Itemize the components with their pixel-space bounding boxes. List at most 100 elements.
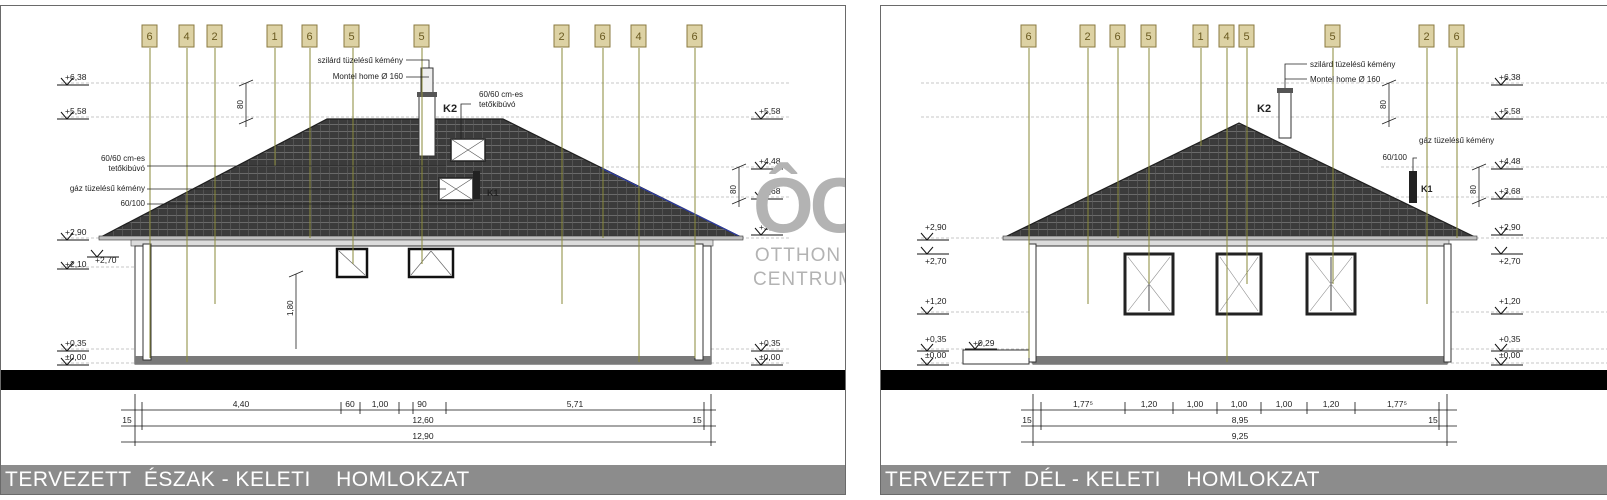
level-label: +3,30	[759, 222, 781, 232]
svg-text:6: 6	[691, 31, 697, 43]
drawing-title: TERVEZETT ÉSZAK - KELETI HOMLOKZAT	[1, 465, 845, 494]
level-markers-left	[57, 77, 119, 366]
callout-tag: 2	[553, 24, 570, 48]
note-roof-window-a: 60/60 cm-es	[479, 90, 523, 99]
gas-chimney	[1409, 171, 1417, 203]
level-label: +2,70	[1499, 256, 1521, 266]
annotations-right: szilárd tüzelésű kémény Montel home Ø 16…	[925, 60, 1521, 441]
dim-value: 1,00	[1276, 399, 1293, 409]
dim-value: 1,00	[1187, 399, 1204, 409]
level-label: +5,58	[1499, 106, 1521, 116]
chimney-cap	[1277, 88, 1293, 93]
label-k1: K1	[487, 188, 499, 198]
callout-tag: 4	[630, 24, 647, 48]
watermark-logo: ÔC	[753, 161, 845, 249]
ground	[881, 370, 1607, 390]
level-label: +4,48	[1499, 156, 1521, 166]
note-roof-window-b: tetőkibúvó	[479, 100, 516, 109]
callout-tags: 6 2 6 5 1 4 5 5 2 6	[1020, 24, 1465, 48]
level-label: +2,70	[95, 255, 117, 265]
level-label: +0,35	[65, 338, 87, 348]
window	[1305, 252, 1357, 316]
level-label: +3,68	[1499, 186, 1521, 196]
level-label: +0,35	[759, 338, 781, 348]
dim-value: 9,25	[1232, 431, 1249, 441]
level-label: +6,38	[65, 72, 87, 82]
callout-tag: 2	[1418, 24, 1435, 48]
callout-tag: 6	[1448, 24, 1465, 48]
watermark-line: CENTRUM	[753, 269, 846, 290]
callout-tag: 2	[1079, 24, 1096, 48]
svg-text:4: 4	[635, 31, 641, 43]
callout-tag: 4	[178, 24, 195, 48]
level-label: ±0,00	[759, 352, 780, 362]
dim-value: 12,60	[412, 415, 434, 425]
level-label: +5,58	[65, 106, 87, 116]
annotations-left: szilárd tüzelésű kémény Montel home Ø 16…	[65, 56, 781, 441]
dim-value: 1,20	[1141, 399, 1158, 409]
level-label: ±0,00	[925, 350, 946, 360]
vertical-dims	[1381, 79, 1487, 207]
dim-value: 8,95	[1232, 415, 1249, 425]
callout-lines	[147, 59, 473, 205]
dim-value: 15	[122, 415, 132, 425]
level-label: +0,35	[925, 334, 947, 344]
dimension-chains	[1021, 394, 1457, 446]
callout-tag: 5	[1140, 24, 1157, 48]
dim-value: 15	[692, 415, 702, 425]
callout-tag: 5	[413, 24, 430, 48]
note-flue-size: 60/100	[1383, 153, 1408, 162]
svg-text:5: 5	[1243, 31, 1249, 43]
callout-tag: 6	[594, 24, 611, 48]
dim-value: 4,40	[233, 399, 250, 409]
elevation-north-east: 6 4 2 1 6 5 5 2 6 4 6 szilárd tüzelésű k…	[0, 5, 846, 495]
level-label: ±0,00	[1499, 350, 1520, 360]
downpipe	[142, 243, 152, 361]
note-chimney-solid: szilárd tüzelésű kémény	[1310, 60, 1395, 69]
dim-value: 1,00	[372, 399, 389, 409]
roof-edge	[600, 167, 744, 239]
leader-lines	[1028, 48, 1458, 362]
label-k2: K2	[1257, 103, 1271, 115]
callout-tag: 6	[1020, 24, 1037, 48]
svg-text:2: 2	[1423, 31, 1429, 43]
level-label: ±0,00	[65, 352, 86, 362]
level-markers-left	[917, 232, 997, 366]
svg-text:6: 6	[146, 31, 152, 43]
label-k1: K1	[1421, 184, 1433, 194]
svg-text:4: 4	[1223, 31, 1229, 43]
svg-text:5: 5	[1329, 31, 1335, 43]
svg-text:6: 6	[1025, 31, 1031, 43]
callout-lines	[1284, 63, 1417, 171]
dim-value: 1,77⁵	[1073, 399, 1093, 409]
dim-value: 1,20	[1323, 399, 1340, 409]
dim-value: 1,77⁵	[1387, 399, 1407, 409]
dim-vertical: 80	[1469, 185, 1478, 194]
window-wide	[407, 247, 455, 279]
note-flue-size: 60/100	[121, 199, 146, 208]
elevation-south-east: 6 2 6 5 1 4 5 5 2 6 szilárd tüzelésű kém…	[880, 5, 1607, 495]
svg-text:1: 1	[1197, 31, 1203, 43]
level-label: +2,90	[925, 222, 947, 232]
note-roof-window-b: tetőkibúvó	[109, 164, 146, 173]
svg-text:6: 6	[306, 31, 312, 43]
plinth	[135, 356, 711, 364]
callout-tag: 4	[1218, 24, 1235, 48]
callout-tag: 2	[206, 24, 223, 48]
svg-text:1: 1	[271, 31, 277, 43]
callout-tag: 5	[343, 24, 360, 48]
dim-value: 15	[1022, 415, 1032, 425]
level-lines	[921, 82, 1607, 364]
note-gas-chimney: gáz tüzelésű kémény	[70, 184, 145, 193]
leader-lines	[149, 48, 696, 362]
svg-text:6: 6	[1114, 31, 1120, 43]
note-gas-chimney: gáz tüzelésű kémény	[1419, 136, 1494, 145]
callout-tags: 6 4 2 1 6 5 5 2 6 4 6	[141, 24, 703, 48]
elevation-drawing-left	[1, 48, 845, 446]
drawing-title: TERVEZETT DÉL - KELETI HOMLOKZAT	[881, 465, 1607, 494]
gas-chimney	[473, 171, 480, 199]
level-label: +5,58	[759, 106, 781, 116]
callout-tag: 6	[1109, 24, 1126, 48]
level-label: +1,20	[1499, 296, 1521, 306]
level-label: +4,48	[759, 156, 781, 166]
